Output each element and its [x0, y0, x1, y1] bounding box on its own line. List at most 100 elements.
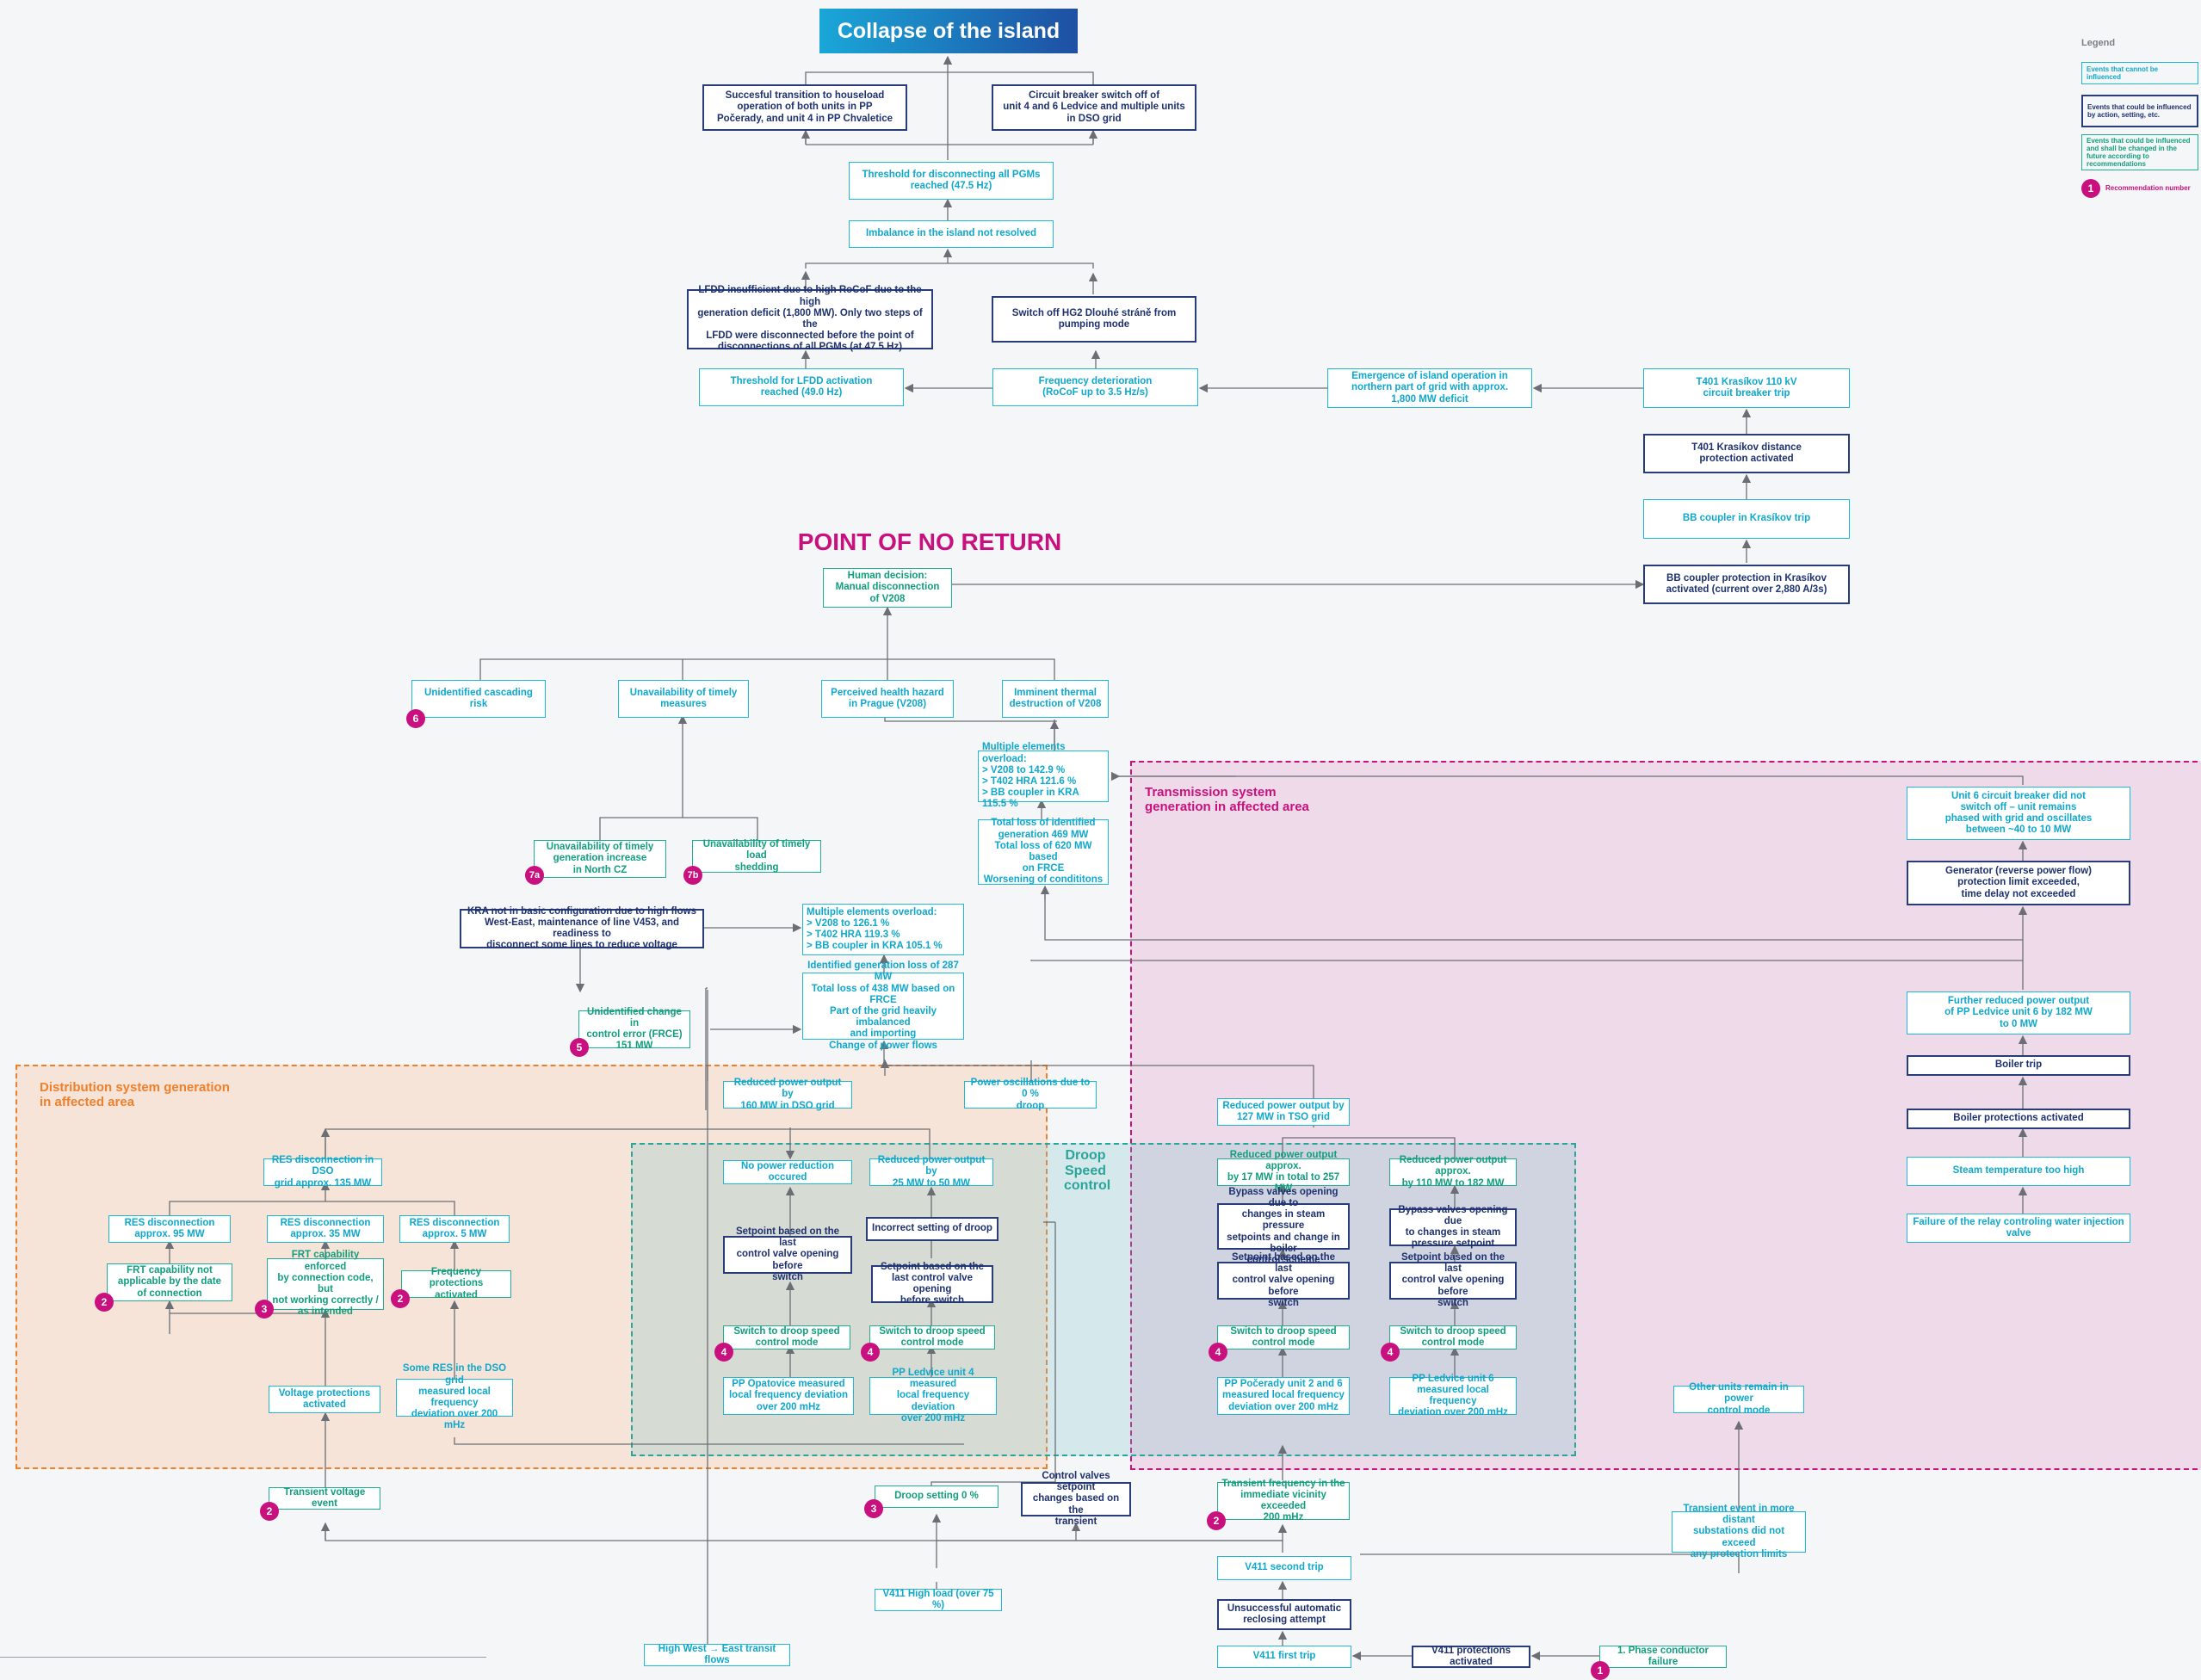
node-pp-ledvice6: PP Ledvice unit 6 measured local frequen…	[1389, 1374, 1517, 1418]
node-circuit-breaker-switch-off: Circuit breaker switch off of unit 4 and…	[992, 84, 1196, 131]
node-res-disconnection-95: RES disconnection approx. 95 MW	[108, 1215, 231, 1243]
node-transient-frequency: Transient frequency in the immediate vic…	[1217, 1479, 1350, 1522]
node-kra-configuration: KRA not in basic configuration due to hi…	[460, 906, 704, 950]
node-power-oscillations: Power oscillations due to 0 % droop	[964, 1078, 1097, 1111]
node-voltage-protections: Voltage protections activated	[269, 1386, 380, 1413]
node-threshold-pgm: Threshold for disconnecting all PGMs rea…	[849, 162, 1054, 200]
recommendation-badge: 1	[1591, 1661, 1610, 1680]
node-frt-enforced: FRT capability enforced by connection co…	[267, 1250, 384, 1317]
node-bb-coupler-protection: BB coupler protection in Krasíkov activa…	[1643, 565, 1850, 604]
node-v411-first-trip: V411 first trip	[1217, 1646, 1351, 1668]
recommendation-badge: 4	[1209, 1343, 1227, 1362]
node-reduced-110: Reduced power output approx. by 110 MW t…	[1389, 1155, 1517, 1189]
footer-divider	[0, 1657, 486, 1658]
node-res-disconnection-35: RES disconnection approx. 35 MW	[267, 1215, 384, 1243]
node-other-units: Other units remain in power control mode	[1673, 1382, 1804, 1416]
node-unidentified-cascading: Unidentified cascading risk	[411, 680, 546, 718]
legend-badge-icon: 1	[2081, 179, 2100, 198]
node-multiple-overload-2: Multiple elements overload: > V208 to 12…	[802, 904, 964, 955]
node-transient-voltage: Transient voltage event	[269, 1487, 380, 1510]
legend-could: Events that could be influenced by actio…	[2081, 95, 2198, 127]
node-incorrect-droop: Incorrect setting of droop	[866, 1217, 998, 1241]
node-identified-loss: Identified generation loss of 287 MW Tot…	[802, 960, 964, 1051]
node-setpoint-ledvice6: Setpoint based on the last control valve…	[1389, 1252, 1517, 1308]
droop-region-title: Droop Speed control	[1064, 1148, 1111, 1194]
point-of-no-return-heading: POINT OF NO RETURN	[797, 528, 1062, 555]
node-boiler-protections: Boiler protections activated	[1907, 1109, 2130, 1129]
node-unavail-load-shedding: Unavailability of timely load shedding	[692, 839, 821, 873]
node-lfdd-insufficient: LFDD insufficient due to high RoCoF due …	[687, 285, 933, 352]
node-multiple-overload-1: Multiple elements overload: > V208 to 14…	[978, 742, 1109, 809]
node-some-res: Some RES in the DSO grid measured local …	[396, 1363, 513, 1430]
recommendation-badge: 2	[1207, 1511, 1226, 1530]
legend-badge-label: Recommendation number	[2105, 184, 2191, 192]
node-no-power-reduction: No power reduction occured	[723, 1160, 852, 1184]
page-title: Collapse of the island	[819, 9, 1078, 53]
node-further-reduced: Further reduced power output of PP Ledvi…	[1907, 991, 2130, 1035]
node-frequency-protections: Frequency protections activated	[401, 1267, 511, 1300]
recommendation-badge: 7a	[525, 866, 544, 885]
recommendation-badge: 2	[95, 1293, 114, 1312]
node-phase-conductor-failure: 1. Phase conductor failure	[1599, 1646, 1727, 1668]
recommendation-badge: 6	[406, 709, 425, 728]
node-relay-failure: Failure of the relay controling water in…	[1907, 1214, 2130, 1243]
recommendation-badge: 2	[391, 1289, 410, 1308]
node-switch-droop-ledvice6: Switch to droop speed control mode	[1389, 1325, 1517, 1350]
recommendation-badge: 4	[714, 1343, 733, 1362]
node-pp-ledvice4: PP Ledvice unit 4 measured local frequen…	[869, 1368, 997, 1424]
node-total-loss: Total loss of identified generation 469 …	[978, 818, 1109, 885]
node-emergence-island: Emergence of island operation in norther…	[1327, 368, 1532, 408]
recommendation-badge: 4	[861, 1343, 880, 1362]
node-generator-protection: Generator (reverse power flow) protectio…	[1907, 861, 2130, 905]
node-steam-temperature: Steam temperature too high	[1907, 1157, 2130, 1186]
node-setpoint-ledvice4: Setpoint based on the last control valve…	[871, 1262, 993, 1306]
node-frequency-deterioration: Frequency deterioration (RoCoF up to 3.5…	[992, 368, 1198, 406]
legend-should: Events that could be influenced and shal…	[2081, 134, 2198, 170]
node-setpoint-pocerady: Setpoint based on the last control valve…	[1217, 1252, 1350, 1308]
node-switch-droop-opatovice: Switch to droop speed control mode	[723, 1325, 850, 1350]
recommendation-badge: 7b	[683, 866, 702, 885]
node-switch-off-hg2: Switch off HG2 Dlouhé stráně from pumpin…	[992, 296, 1196, 343]
node-droop-setting: Droop setting 0 %	[875, 1485, 998, 1508]
recommendation-badge: 2	[260, 1502, 279, 1521]
recommendation-badge: 5	[570, 1038, 589, 1057]
node-bb-coupler-trip: BB coupler in Krasíkov trip	[1643, 499, 1850, 539]
node-unidentified-change: Unidentified change in control error (FR…	[578, 1007, 690, 1051]
node-reduced-160: Reduced power output by 160 MW in DSO gr…	[723, 1078, 852, 1111]
node-switch-droop-pocerady: Switch to droop speed control mode	[1217, 1325, 1350, 1350]
node-west-east-flows: High West → East transit flows	[644, 1644, 790, 1666]
node-bypass-ledvice6: Bypass valves opening due to changes in …	[1389, 1205, 1517, 1249]
distribution-region-title: Distribution system generation in affect…	[40, 1080, 230, 1109]
node-unavailability-measures: Unavailability of timely measures	[618, 680, 749, 718]
node-threshold-lfdd: Threshold for LFDD activation reached (4…	[699, 368, 904, 406]
node-bypass-pocerady: Bypass valves opening due to changes in …	[1217, 1187, 1350, 1265]
node-setpoint-opatovice: Setpoint based on the last control valve…	[723, 1226, 852, 1282]
node-thermal-destruction: Imminent thermal destruction of V208	[1002, 680, 1109, 718]
transmission-region-title: Transmission system generation in affect…	[1145, 785, 1309, 814]
legend-title: Legend	[2081, 38, 2116, 48]
node-res-disconnection-135: RES disconnection in DSO grid approx. 13…	[263, 1155, 382, 1189]
legend-cannot: Events that cannot be influenced	[2081, 62, 2198, 84]
recommendation-badge: 3	[864, 1499, 883, 1518]
node-unsuccessful-reclosing: Unsuccessful automatic reclosing attempt	[1217, 1599, 1351, 1630]
node-control-valves: Control valves setpoint changes based on…	[1021, 1471, 1131, 1527]
node-frt-not-applicable: FRT capability not applicable by the dat…	[107, 1263, 232, 1301]
node-health-hazard: Perceived health hazard in Prague (V208)	[821, 680, 954, 718]
node-t401-cb-trip: T401 Krasíkov 110 kV circuit breaker tri…	[1643, 368, 1850, 408]
node-pp-opatovice: PP Opatovice measured local frequency de…	[723, 1377, 854, 1415]
node-unavail-generation: Unavailability of timely generation incr…	[534, 840, 666, 878]
node-v411-protections: V411 protections activated	[1412, 1646, 1530, 1668]
node-distant-substations: Transient event in more distant substati…	[1672, 1504, 1806, 1560]
node-boiler-trip: Boiler trip	[1907, 1055, 2130, 1076]
node-imbalance: Imbalance in the island not resolved	[849, 220, 1054, 248]
node-res-disconnection-5: RES disconnection approx. 5 MW	[399, 1215, 510, 1243]
node-v411-high-load: V411 High load (over 75 %)	[875, 1589, 1002, 1611]
node-reduced-17: Reduced power output approx. by 17 MW in…	[1217, 1150, 1350, 1194]
node-reduced-25: Reduced power output by 25 MW to 50 MW	[869, 1155, 993, 1189]
recommendation-badge: 3	[255, 1300, 274, 1319]
node-reduced-127: Reduced power output by 127 MW in TSO gr…	[1217, 1098, 1350, 1126]
node-succesful-transition: Succesful transition to houseload operat…	[702, 84, 907, 131]
node-t401-distance-protection: T401 Krasíkov distance protection activa…	[1643, 434, 1850, 473]
node-switch-droop-ledvice4: Switch to droop speed control mode	[869, 1325, 995, 1350]
node-pp-pocerady: PP Počerady unit 2 and 6 measured local …	[1217, 1377, 1350, 1415]
